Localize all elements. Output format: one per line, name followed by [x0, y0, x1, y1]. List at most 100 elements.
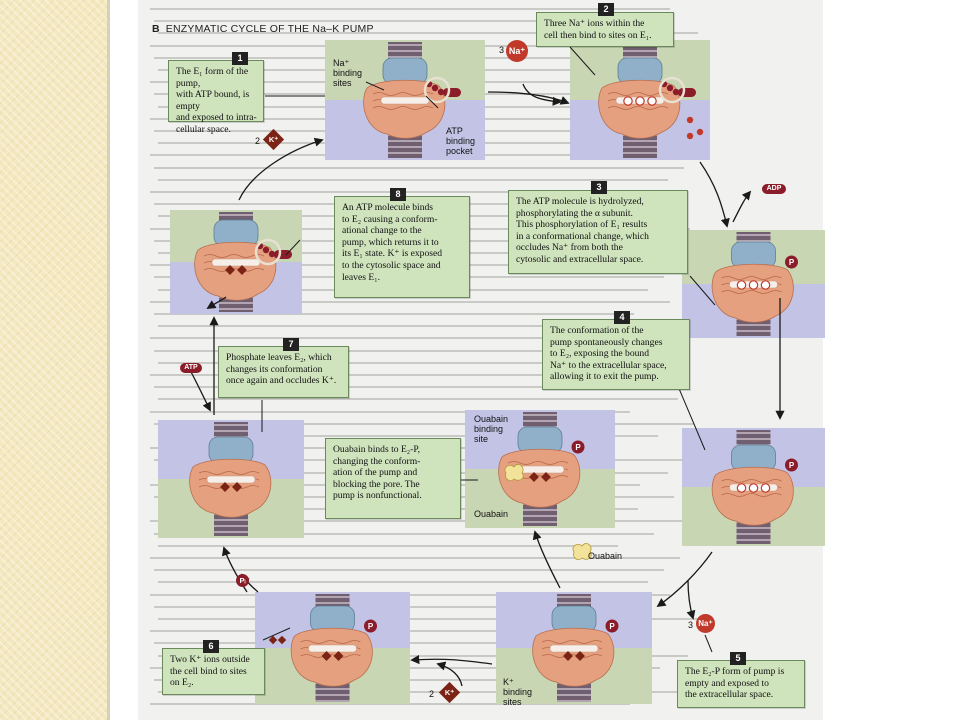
na-ion [647, 96, 657, 106]
text-line [158, 178, 668, 181]
k-ion-small [277, 635, 287, 645]
text-line [158, 691, 678, 694]
text-line [150, 374, 660, 376]
k-ion-small [268, 635, 278, 645]
pump-panel-7 [158, 420, 304, 538]
atp-phosphate [262, 246, 270, 254]
k-coefficient-in: 2 [429, 689, 435, 699]
k-ion [333, 651, 344, 661]
phosphate-p-label: P [789, 258, 795, 267]
text-line [150, 557, 680, 559]
atp-binding-pocket-label: ATP binding pocket [446, 126, 476, 156]
alpha-subunit [363, 79, 446, 139]
leader-5 [704, 634, 713, 653]
alpha-subunit [189, 458, 272, 518]
ouabain-binding-site-label: Ouabain binding site [474, 414, 509, 444]
phosphate-p-label: P [575, 443, 581, 452]
step-8-number: 8 [390, 188, 406, 201]
pump-panel-5: P [496, 592, 652, 704]
phosphate-p [785, 255, 798, 269]
leader-3 [689, 275, 716, 306]
alpha-subunit [711, 263, 794, 323]
na-ion [736, 483, 747, 493]
k-ion [237, 265, 247, 275]
pore [549, 644, 599, 653]
k-ion-in: K⁺ [438, 681, 461, 704]
pore [380, 96, 430, 105]
na-ion [748, 483, 759, 493]
arrow-in-k [436, 661, 463, 687]
ouabain-note-callout: Ouabain binds to E₂-P,changing the confo… [325, 438, 461, 519]
ouabain-free-molecule [572, 543, 592, 560]
k-ion [563, 651, 573, 661]
atp-phosphate [672, 88, 680, 96]
na-ion [736, 280, 747, 290]
alpha-subunit [290, 627, 373, 687]
k-ion [321, 651, 332, 661]
step-3-number: 3 [591, 181, 607, 194]
text-line [158, 325, 698, 328]
k-ion [529, 472, 539, 482]
adp-released: ADP [762, 184, 786, 194]
na-ion [748, 280, 759, 290]
pump-panel-3: P [682, 230, 825, 338]
na-ion [635, 96, 645, 106]
phosphate-p [605, 619, 619, 633]
arrow-out-adp [732, 190, 752, 223]
text-line [150, 410, 630, 413]
k-ion [225, 265, 235, 275]
leader-na-binding [365, 81, 385, 91]
phosphate-p-label: P [789, 461, 795, 470]
leader-atp-pocket [425, 95, 439, 109]
pump-panel-8 [170, 210, 302, 314]
leader-6 [262, 627, 291, 641]
text-line [154, 569, 664, 572]
atp-phosphate [666, 84, 674, 92]
text-line [154, 313, 634, 315]
phosphate-p-label: P [368, 622, 374, 631]
text-line [158, 581, 648, 584]
pump-panel-1 [325, 40, 485, 160]
step-1-number: 1 [232, 52, 248, 65]
phosphate-p-label: P [609, 622, 615, 631]
atp-phosphate [431, 84, 439, 92]
alpha-subunit [598, 79, 681, 139]
pump-panel-2 [570, 40, 710, 160]
text-line [158, 544, 618, 547]
alpha-subunit [532, 627, 615, 687]
alpha-subunit [711, 466, 794, 526]
step-4-number: 4 [614, 311, 630, 324]
text-line [154, 349, 614, 352]
k-ion [232, 482, 242, 492]
alpha-subunit [498, 448, 581, 508]
step-6-number: 6 [203, 640, 219, 653]
text-line [150, 703, 630, 706]
text-line [150, 300, 670, 303]
arrow-out-k [206, 296, 227, 309]
atp-phosphate [268, 250, 276, 258]
arrow-in-na [522, 83, 562, 106]
na-ion-small [686, 116, 694, 124]
arrow-2-to-3 [699, 161, 730, 228]
text-line [158, 618, 698, 620]
na-ion [760, 483, 771, 493]
step-1-callout: The E₁ form of the pump,with ATP bound, … [168, 60, 264, 135]
pore [211, 258, 261, 267]
k-ion [541, 472, 551, 482]
ouabain-free-label: Ouabain [588, 551, 623, 561]
figure-title-text: ENZYMATIC CYCLE OF THE Na–K PUMP [165, 23, 374, 35]
pump-panel-4: P [682, 428, 825, 546]
arrow-5-to-6 [410, 655, 493, 665]
step-3-callout: The ATP molecule is hydrolyzed,phosphory… [508, 190, 688, 274]
phosphate-p [785, 458, 798, 472]
text-line [150, 337, 650, 340]
na-binding-sites-label: Na⁺ binding sites [333, 58, 363, 88]
phosphate-p [364, 619, 377, 633]
text-line [154, 386, 644, 389]
pore [206, 475, 256, 484]
leader-8 [285, 239, 301, 256]
